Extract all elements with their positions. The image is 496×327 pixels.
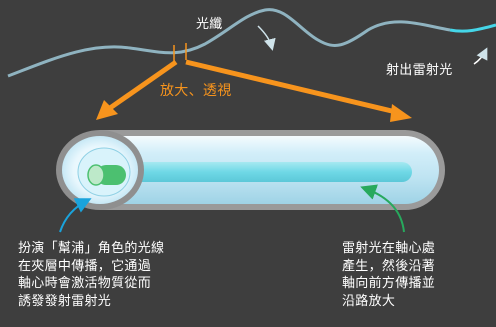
magnify-arrow-right-head xyxy=(390,104,412,122)
fiber-label: 光纖 xyxy=(196,17,223,32)
optical-fiber-cable xyxy=(7,8,451,78)
magnify-label: 放大、透視 xyxy=(160,83,232,99)
magnify-arrow-right-shaft xyxy=(185,59,397,115)
pump-light-description: 扮演「幫浦」角色的光線 在夾層中傳播，它通過 軸心時會激活物質從而 誘發發射雷射… xyxy=(18,241,165,309)
magnified-fiber-section xyxy=(56,130,445,210)
fiber-inner-core-end xyxy=(87,164,105,186)
magnify-arrow-left-shaft xyxy=(108,59,178,111)
laser-output-label: 射出雷射光 xyxy=(386,63,453,78)
pump-light-arrow xyxy=(59,198,92,233)
fiber-pointer-arrow xyxy=(257,25,276,51)
fiber-core xyxy=(100,162,412,182)
core-laser-description: 雷射光在軸心處 產生，然後沿著 軸向前方傳播並 沿路放大 xyxy=(342,241,436,309)
magnify-arrow-left-head xyxy=(96,100,118,120)
laser-pointer-arrow xyxy=(473,47,488,65)
laser-output-beam xyxy=(449,23,496,33)
core-light-arrow xyxy=(360,184,405,233)
